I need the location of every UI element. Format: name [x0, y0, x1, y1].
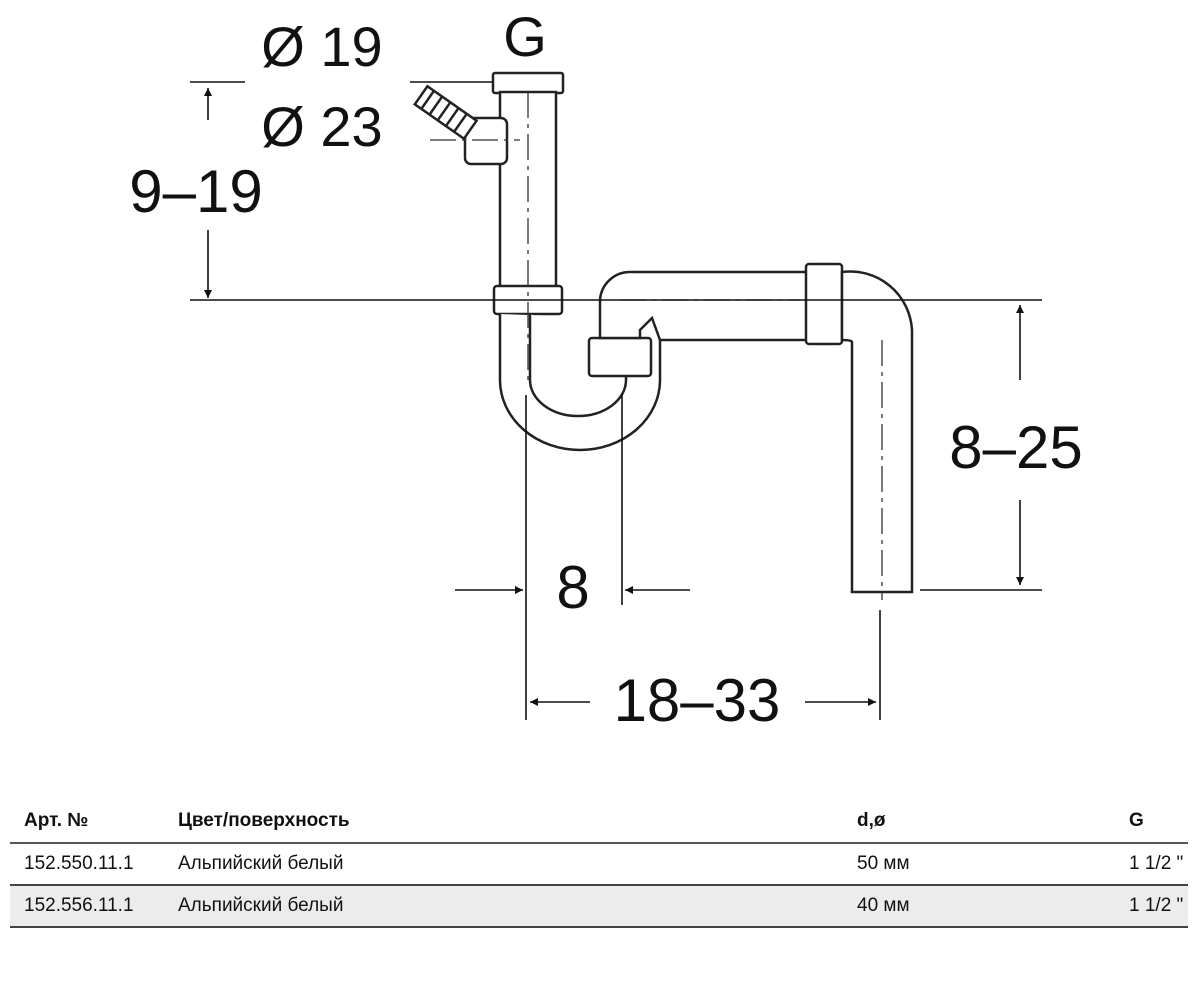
- dim-width-small: 8: [556, 554, 589, 621]
- siphon-diagram: G Ø 19 Ø 23 9–19 8–25 8 18–33: [129, 5, 1082, 734]
- dim-height-right: 8–25: [949, 414, 1082, 481]
- table-header-row: Арт. № Цвет/поверхность d,ø G: [10, 800, 1188, 843]
- header-article: Арт. №: [24, 810, 89, 831]
- label-diameter-19: Ø 19: [261, 15, 382, 78]
- header-color: Цвет/поверхность: [178, 810, 350, 831]
- cell-thread: 1 1/2 ": [1129, 895, 1184, 916]
- dim-height-top: 9–19: [129, 158, 262, 225]
- table-row: 152.556.11.1 Альпийский белый 40 мм 1 1/…: [10, 885, 1188, 927]
- cell-color: Альпийский белый: [178, 895, 344, 916]
- hose-connector: [413, 84, 509, 166]
- header-thread: G: [1129, 810, 1144, 831]
- header-diameter: d,ø: [857, 810, 886, 831]
- cell-article: 152.556.11.1: [24, 895, 134, 916]
- dim-width-total: 18–33: [614, 667, 781, 734]
- extension-lines: [190, 81, 1042, 720]
- siphon-pipe-drawing: [413, 71, 914, 594]
- cell-diameter: 40 мм: [857, 895, 910, 916]
- label-diameter-23: Ø 23: [261, 95, 382, 158]
- cell-thread: 1 1/2 ": [1129, 853, 1184, 874]
- cell-article: 152.550.11.1: [24, 853, 134, 874]
- label-g: G: [503, 5, 547, 68]
- spec-table: Арт. № Цвет/поверхность d,ø G 152.550.11…: [10, 800, 1188, 928]
- dimension-arrows: [204, 88, 1024, 706]
- cell-diameter: 50 мм: [857, 853, 910, 874]
- cell-color: Альпийский белый: [178, 853, 344, 874]
- table-row: 152.550.11.1 Альпийский белый 50 мм 1 1/…: [10, 843, 1188, 885]
